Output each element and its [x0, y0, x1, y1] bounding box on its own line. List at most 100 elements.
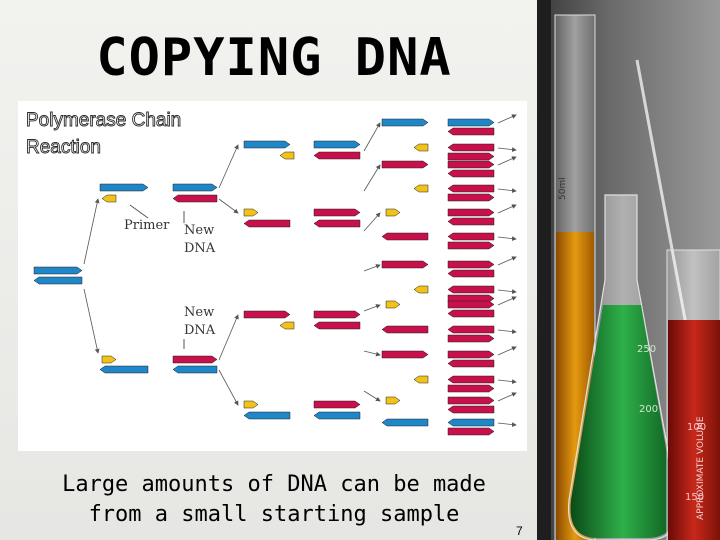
branch-arrow [497, 188, 517, 193]
original-dna-strand [243, 140, 291, 149]
new-dna-strand [447, 160, 495, 169]
primer-segment [101, 194, 117, 203]
pcr-diagram-panel: Polymerase Chain Reaction Primer New DNA… [18, 101, 527, 451]
branch-arrow [497, 256, 517, 266]
branch-arrow [363, 304, 381, 312]
primer-pointer [129, 204, 149, 219]
flask-mark-250: 250 [637, 344, 656, 355]
new-dna-strand [447, 193, 495, 202]
original-dna-strand [172, 365, 218, 374]
new-dna-strand [447, 405, 495, 414]
new-dna-strand [381, 232, 429, 241]
new-dna-strand [447, 309, 495, 318]
original-dna-strand [447, 118, 495, 127]
new-dna-strand [447, 208, 495, 217]
branch-arrow [83, 198, 100, 265]
new-dna-strand [447, 285, 495, 294]
new-dna-strand [447, 350, 495, 359]
new-dna-strand [447, 169, 495, 178]
branch-arrow [497, 236, 517, 241]
beaker-mark-150: 150 [685, 492, 704, 503]
original-dna-strand [99, 183, 149, 192]
new-dna-strand [381, 160, 429, 169]
branch-arrow [497, 114, 517, 124]
primer-segment [385, 300, 401, 309]
branch-arrow [497, 379, 517, 384]
caption-line-1: Large amounts of DNA can be made [62, 472, 486, 497]
new-dna-strand [447, 143, 495, 152]
primer-segment [243, 208, 259, 217]
branch-arrow [363, 122, 381, 152]
primer-segment [385, 208, 401, 217]
primer-segment [413, 285, 429, 294]
new-dna-strand [313, 321, 361, 330]
original-dna-strand [313, 140, 361, 149]
primer-segment [279, 151, 295, 160]
branch-arrow [497, 156, 517, 166]
branch-arrow [363, 390, 381, 402]
new-dna-strand [381, 325, 429, 334]
branch-arrow [497, 392, 517, 402]
label-new-dna-bottom-2: DNA [184, 323, 216, 338]
branch-arrows [83, 114, 517, 427]
new-dna-strand [172, 355, 218, 364]
new-dna-strand [447, 427, 495, 436]
label-primer: Primer [124, 218, 170, 233]
branch-arrow [363, 264, 381, 272]
primer-segment [279, 321, 295, 330]
branch-arrow [497, 204, 517, 214]
pcr-diagram: Polymerase Chain Reaction Primer New DNA… [26, 110, 517, 436]
new-dna-strand [447, 396, 495, 405]
primer-segment [413, 184, 429, 193]
primer-segment [385, 396, 401, 405]
new-dna-strand [447, 241, 495, 250]
primer-segment [413, 375, 429, 384]
new-dna-strand [172, 194, 218, 203]
branch-arrow [218, 198, 239, 214]
label-new-dna-bottom-1: New [184, 305, 214, 320]
new-dna-strand [447, 127, 495, 136]
new-dna-strand [381, 260, 429, 269]
branch-arrow [497, 289, 517, 294]
original-dna-strand [447, 418, 495, 427]
new-dna-strand [447, 375, 495, 384]
new-dna-strand [313, 219, 361, 228]
new-dna-strand [447, 152, 495, 161]
original-dna-strand [33, 266, 83, 275]
approximate-volume-watermark: APPROXIMATE VOLUME [696, 416, 706, 520]
branch-arrow [363, 212, 381, 232]
new-dna-strand [447, 384, 495, 393]
original-dna-strand [99, 365, 149, 374]
original-dna-strand [243, 411, 291, 420]
photo-dark-edge [537, 0, 551, 540]
diagram-heading-line2: Reaction [26, 137, 101, 158]
new-dna-strand [243, 310, 291, 319]
branch-arrow [497, 147, 517, 152]
new-dna-strand [381, 350, 429, 359]
original-dna-strand [381, 418, 429, 427]
new-dna-strand [447, 217, 495, 226]
green-liquid [570, 305, 676, 538]
branch-arrow [218, 314, 239, 361]
caption-line-2: from a small starting sample [88, 502, 460, 527]
new-dna-strand [313, 400, 361, 409]
original-dna-strand [313, 411, 361, 420]
slide-title: COPYING DNA [96, 28, 452, 88]
new-dna-strand [447, 359, 495, 368]
beaker-label-50ml: 50ml [558, 177, 568, 200]
primer-segment [413, 143, 429, 152]
branch-arrow [363, 164, 381, 192]
original-dna-strand [381, 118, 429, 127]
new-dna-strand [313, 208, 361, 217]
original-dna-strand [33, 276, 83, 285]
lab-glassware-photo: 50ml 250 200 150 100 APPROXIMATE VOLUME [537, 0, 720, 540]
slide-caption: Large amounts of DNA can be made from a … [0, 470, 548, 530]
branch-arrow [83, 288, 100, 354]
new-dna-strand [313, 151, 361, 160]
new-dna-strand [313, 310, 361, 319]
branch-arrow [218, 369, 239, 406]
new-dna-strand [447, 184, 495, 193]
red-liquid [668, 320, 720, 540]
primer-segment [101, 355, 117, 364]
